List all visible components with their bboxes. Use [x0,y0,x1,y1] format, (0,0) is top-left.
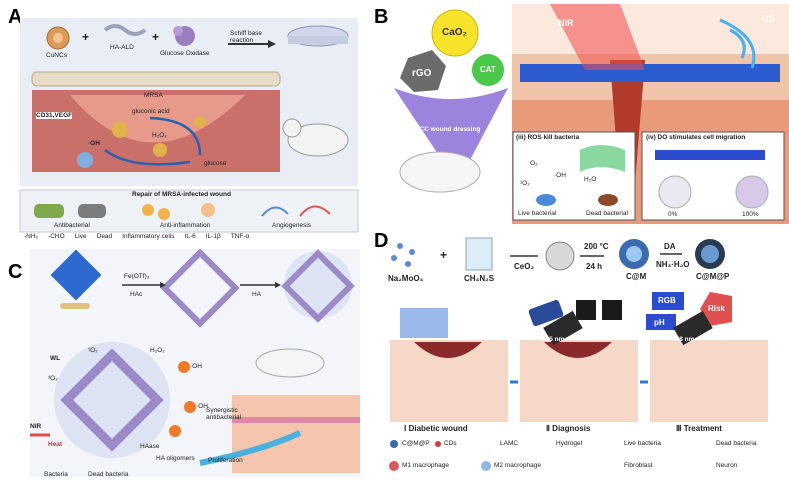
legend-item: Live bacteria [624,440,661,447]
time-label: 24 h [586,262,603,271]
panel-d-label: D [374,230,389,252]
legend-item: CDs [444,440,457,447]
panel-d-illustration [389,237,768,471]
panel-b-illustration [394,4,789,224]
panel-a: A CuNCs + [0,0,367,240]
h2o2-label: H₂O₂ [152,132,167,139]
legend-item: IL-6 [184,233,196,240]
nir-label: NIR [30,423,42,430]
nh3-label: NH₃·H₂O [656,260,690,269]
glucose-label: glucose [204,160,227,167]
h2o2-label: H₂O₂ [150,347,165,354]
stage-label: Antibacterial [54,222,90,229]
legend-item: M2 macrophage [494,462,541,469]
reagent-label: CuNCs [46,52,67,59]
legend-item: Neuron [716,462,738,469]
plus-sign: + [440,248,448,262]
reagent-label: Glucose Oxidase [160,50,210,57]
panel-d: D Na₂MoO₄ + C [370,226,789,486]
proliferation-label: Proliferation [208,457,243,464]
rgb-label: RGB [658,296,676,305]
reagent-label: HA-ALD [110,44,134,51]
mrsa-label: MRSA [144,92,163,99]
legend-item: C@M@P [402,440,430,447]
nm808-label: 808 nm [672,336,695,343]
nm365-label: 365 nm [542,336,565,343]
percent-label: 0% [668,211,678,218]
ros-label: H₂O [584,176,597,183]
panel-c-illustration [30,248,360,477]
legend-item: TNF-α [230,233,250,240]
panel-b-label: B [374,6,389,28]
us-label: US [762,14,775,24]
markers-label: CD31,VEGF [36,112,73,119]
oh-label: ·OH [88,140,100,147]
legend-item: M1 macrophage [402,462,449,469]
legend-bacteria: Bacteria [44,471,68,478]
stage-label: Anti-inflammation [160,222,211,229]
repair-title: Repair of MRSA-infected wound [132,191,231,198]
cm-label: C@M [626,272,647,281]
oh-label: ·OH [196,403,208,410]
stage-label: Ⅲ Treatment [676,424,722,433]
panel-c-label: C [8,261,23,283]
ha-label: HA [252,291,262,298]
legend-item: IL-1β [205,233,221,240]
cat-label: CAT [480,65,496,74]
o2-label: ³O₂ [48,375,58,382]
reaction-label: Schiff base reaction [230,30,263,44]
cao2-label: CaO₂ [442,27,468,38]
box-iii-title: (iii) ROS kill bacteria [516,134,580,141]
ros-label: ·OH [554,172,566,179]
heat-label: Heat [48,441,63,448]
legend-item: -CHO [48,233,65,240]
stage-label: Ⅱ Diagnosis [546,424,591,433]
percent-label: 100% [742,211,759,218]
panel-c: C Fe(OTf)₃ HAc HA WL ³O₂ ¹O₂ H₂O₂ ·OH ·O… [0,245,367,486]
na2moo4-label: Na₂MoO₄ [388,274,424,283]
panel-a-legend: -NH₂ -CHO Live Dead Inflammatory cells I… [24,233,249,240]
wl-label: WL [50,355,61,362]
panel-a-illustration [19,18,359,233]
ch4n2s-label: CH₄N₂S [464,274,495,283]
da-label: DA [664,242,676,251]
stage-label: Ⅰ Diabetic wound [404,424,468,433]
feotf-label: Fe(OTf)₃ [124,273,150,280]
legend-item: Live [74,233,87,240]
legend-item: -NH₂ [24,233,39,240]
haase-label: HAase [140,443,160,450]
panel-b: B CaO₂ rGO CAT PGCC wound dressing NIR U… [370,0,789,224]
synergistic-label: Synergistic antibacterial [206,407,242,421]
legend-item: Fibroblast [624,462,653,469]
hac-label: HAc [130,291,143,298]
dressing-label: PGCC wound dressing [410,126,481,133]
ceo2-label: CeO₂ [514,262,535,271]
legend-item: Hydrogel [556,440,583,447]
legend-item: LAMC [500,440,519,447]
legend-item: Dead [96,233,113,240]
o2-singlet-label: ¹O₂ [88,347,98,354]
nir-label: NIR [558,18,574,28]
stage-label: Angiogenesis [272,222,312,229]
legend-item: Dead bacteria [716,440,757,447]
oligomers-label: HA oligomers [156,455,195,462]
box-iv-title: (iv) DO stimulates cell migration [646,134,746,141]
plus-sign: + [82,30,90,44]
live-bacterial-label: Live bacterial [518,210,557,217]
temp-label: 200 °C [584,242,609,251]
cmp-label: C@M@P [696,272,730,281]
rgo-label: rGO [412,68,432,79]
legend-item: Inflammatory cells [122,233,175,240]
ph-label: pH [654,318,665,327]
risk-label: Risk [708,304,725,313]
legend-dead-bacteria: Dead bacteria [88,471,129,478]
ros-label: ¹O₂ [520,180,530,187]
plus-sign: + [152,30,160,44]
panel-a-label: A [8,6,23,28]
ros-label: O₂ [530,160,538,167]
oh-label: ·OH [190,363,202,370]
gluconic-acid-label: gluconic acid [132,108,170,115]
dead-bacterial-label: Dead bacterial [586,210,628,217]
